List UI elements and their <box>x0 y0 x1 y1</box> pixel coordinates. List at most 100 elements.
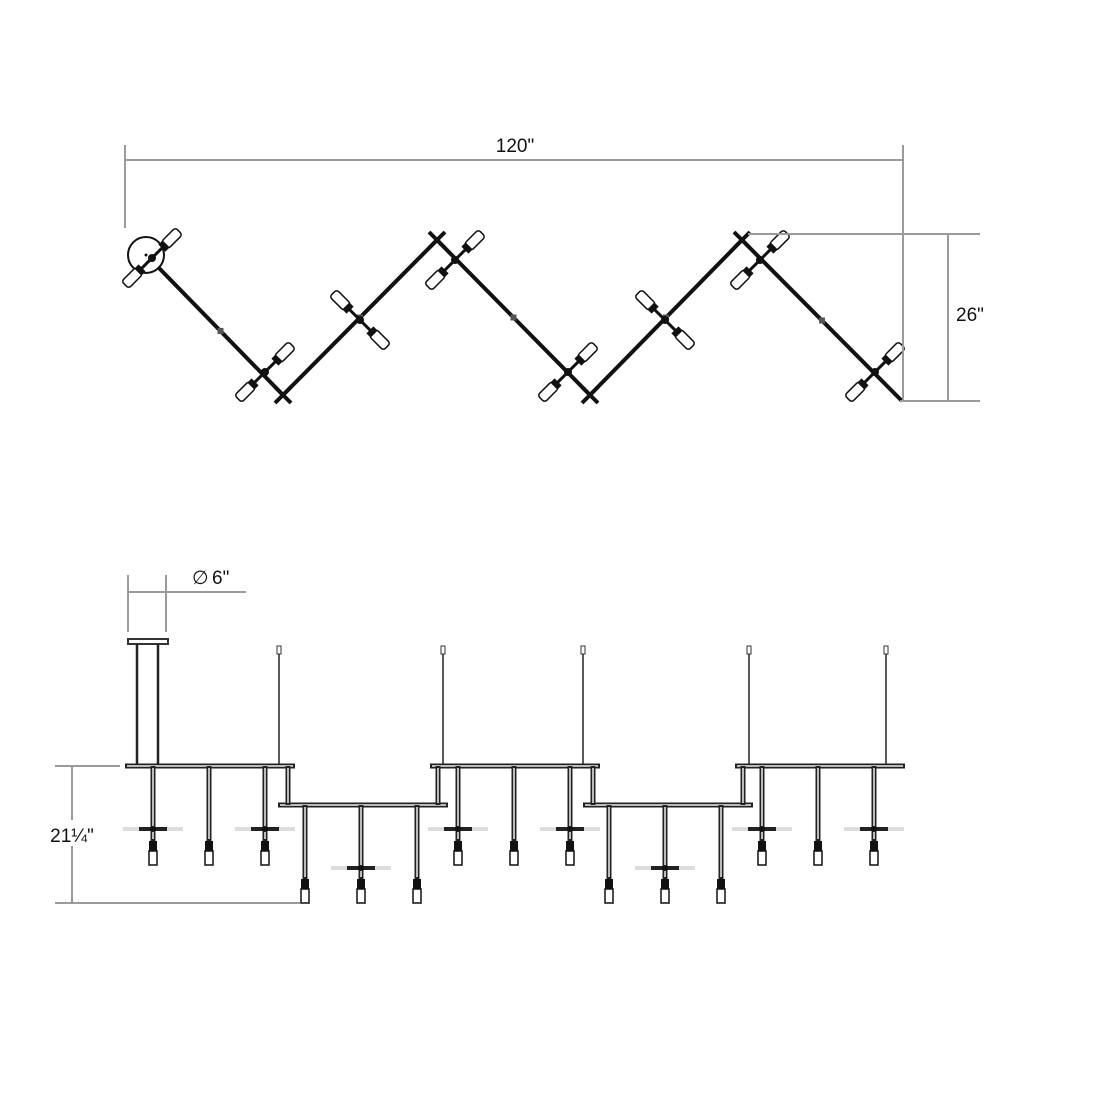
pendant-glass <box>509 850 519 866</box>
pendant-socket <box>814 841 822 851</box>
fixture-hub <box>756 256 764 264</box>
wire-cap <box>883 645 889 655</box>
pendant-glass <box>204 850 214 866</box>
ceiling-canopy <box>127 638 169 645</box>
cross-shade <box>635 866 651 870</box>
cross-shade <box>167 827 183 831</box>
pendant-glass <box>757 850 767 866</box>
cross-shade <box>331 866 347 870</box>
pendant-glass <box>565 850 575 866</box>
cross-hub <box>662 865 668 871</box>
pendant-socket <box>413 879 421 889</box>
cross-hub <box>262 826 268 832</box>
depth-label: 26" <box>956 305 984 326</box>
socket <box>574 354 586 366</box>
fixture-hub <box>356 316 364 324</box>
side-view <box>123 638 905 904</box>
cross-shade <box>428 827 444 831</box>
pendant-socket <box>357 879 365 889</box>
wire-cap <box>276 645 282 655</box>
top-fixture <box>330 290 390 350</box>
pendant-socket <box>870 841 878 851</box>
pendant-glass <box>453 850 463 866</box>
socket <box>437 266 449 278</box>
cross-shade <box>472 827 488 831</box>
pendant-glass <box>604 888 614 904</box>
height-label: 21¼" <box>50 826 94 847</box>
cross-shade <box>540 827 556 831</box>
canopy-label: 6" <box>212 568 229 589</box>
diameter-symbol: ∅ <box>192 568 209 589</box>
node-cross-icon <box>580 385 600 405</box>
top-fixture <box>845 342 905 402</box>
socket <box>366 326 378 338</box>
top-fixture <box>122 228 182 288</box>
pendant-socket <box>605 879 613 889</box>
socket <box>461 242 473 254</box>
cross-shade <box>888 827 904 831</box>
top-fixture <box>235 342 295 402</box>
cross-shade <box>123 827 139 831</box>
pendant-socket <box>301 879 309 889</box>
pendant-glass <box>356 888 366 904</box>
cross-shade <box>235 827 251 831</box>
width-dimension: 120" <box>124 136 904 400</box>
top-fixture <box>635 290 695 350</box>
node-cross-icon <box>273 385 293 405</box>
pendant-socket <box>566 841 574 851</box>
pendant-socket <box>149 841 157 851</box>
wire-cap <box>440 645 446 655</box>
cross-hub <box>567 826 573 832</box>
socket <box>742 266 754 278</box>
top-view <box>122 228 905 405</box>
fixture-hub <box>661 316 669 324</box>
cross-shade <box>375 866 391 870</box>
socket <box>134 264 146 276</box>
top-fixture <box>730 230 790 290</box>
top-fixture <box>425 230 485 290</box>
pendant-glass <box>869 850 879 866</box>
pendant-socket <box>454 841 462 851</box>
height-dimension: 21¼" <box>44 765 300 904</box>
pendant-socket <box>510 841 518 851</box>
pendant-socket <box>717 879 725 889</box>
pendant-socket <box>758 841 766 851</box>
socket <box>247 378 259 390</box>
arm-joint <box>217 328 224 334</box>
fixture-hub <box>564 368 572 376</box>
pendant-glass <box>260 850 270 866</box>
cross-shade <box>279 827 295 831</box>
canopy-dimension: ∅ 6" <box>127 568 246 632</box>
socket <box>647 302 659 314</box>
fixture-hub <box>451 256 459 264</box>
node-cross-icon <box>732 230 752 250</box>
pendant-glass <box>148 850 158 866</box>
pendant-glass <box>412 888 422 904</box>
socket <box>550 378 562 390</box>
cross-shade <box>679 866 695 870</box>
cross-shade <box>844 827 860 831</box>
pendant-socket <box>205 841 213 851</box>
wire-cap <box>580 645 586 655</box>
socket <box>671 326 683 338</box>
cross-hub <box>759 826 765 832</box>
cross-hub <box>358 865 364 871</box>
wire-cap <box>746 645 752 655</box>
cross-shade <box>776 827 792 831</box>
arm-joint <box>819 317 825 324</box>
pendant-socket <box>661 879 669 889</box>
canopy-center <box>144 253 148 257</box>
cross-shade <box>584 827 600 831</box>
socket <box>857 378 869 390</box>
node-cross-icon <box>427 230 447 250</box>
depth-dimension: 26" <box>748 233 990 402</box>
pendant-glass <box>300 888 310 904</box>
socket <box>158 240 170 252</box>
cross-hub <box>455 826 461 832</box>
cross-hub <box>150 826 156 832</box>
pendant-glass <box>660 888 670 904</box>
fixture-hub <box>261 368 269 376</box>
fixture-hub <box>148 254 156 262</box>
socket <box>766 242 778 254</box>
